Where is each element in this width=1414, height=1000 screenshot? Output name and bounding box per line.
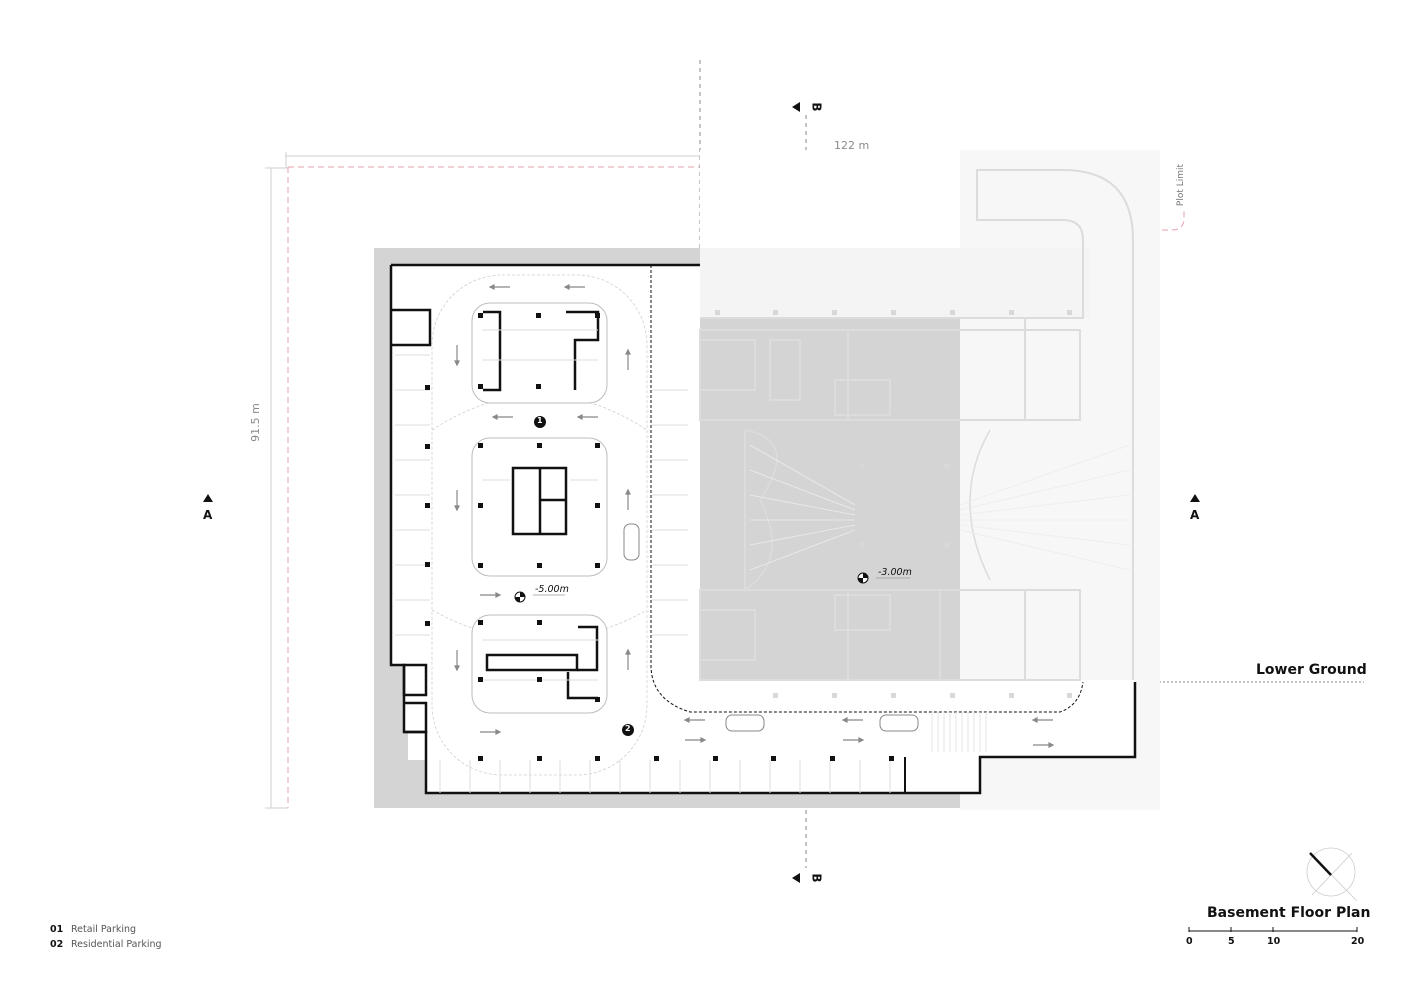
zone-tags [534,416,634,736]
parking-stalls [395,329,891,793]
zone-tag-2: 2 [625,724,631,733]
ghost-fan-lines [749,444,1131,571]
lower-ground-ghost [699,169,1134,681]
ramp-hatch [931,712,987,752]
scale-tick-20: 20 [1351,936,1365,947]
drawing-title: Basement Floor Plan [1207,905,1371,921]
width-dimension: 122 m [834,139,870,152]
scale-tick-0: 0 [1186,936,1193,947]
ghost-columns [715,310,1072,698]
ramp-loop [431,274,648,776]
basement-wall [389,263,1137,795]
plot-limit-label: Plot Limit [1176,163,1187,207]
legend-item: 01 Retail Parking [50,922,162,937]
core-walls [391,308,600,734]
scale-tick-5: 5 [1228,936,1235,947]
legend: 01 Retail Parking 02 Residential Parking [50,922,162,952]
scale-tick-10: 10 [1267,936,1281,947]
level-label-basement: -5.00m [535,584,569,595]
legend-number: 01 [50,924,64,935]
scale-bar [1188,927,1358,932]
north-arrow-icon [1306,847,1358,902]
car-icons [623,523,919,732]
traffic-arrows [454,284,1055,748]
retail-boundary [650,265,1084,713]
level-markers [514,572,910,603]
structural-columns [425,313,894,761]
section-b-top: B [809,102,824,112]
level-callout-lower-ground: Lower Ground [1256,662,1367,678]
legend-number: 02 [50,939,64,950]
zone-tag-1: 1 [537,416,543,425]
legend-label: Residential Parking [71,939,162,950]
legend-item: 02 Residential Parking [50,937,162,952]
height-dimension: 91.5 m [248,403,262,442]
level-label-lower-ground: -3.00m [878,567,912,578]
section-a-left: A [203,508,213,522]
legend-label: Retail Parking [71,924,137,935]
section-arrow-glyphs [203,102,1200,883]
section-a-right: A [1190,508,1200,522]
section-b-bottom: B [809,873,824,883]
